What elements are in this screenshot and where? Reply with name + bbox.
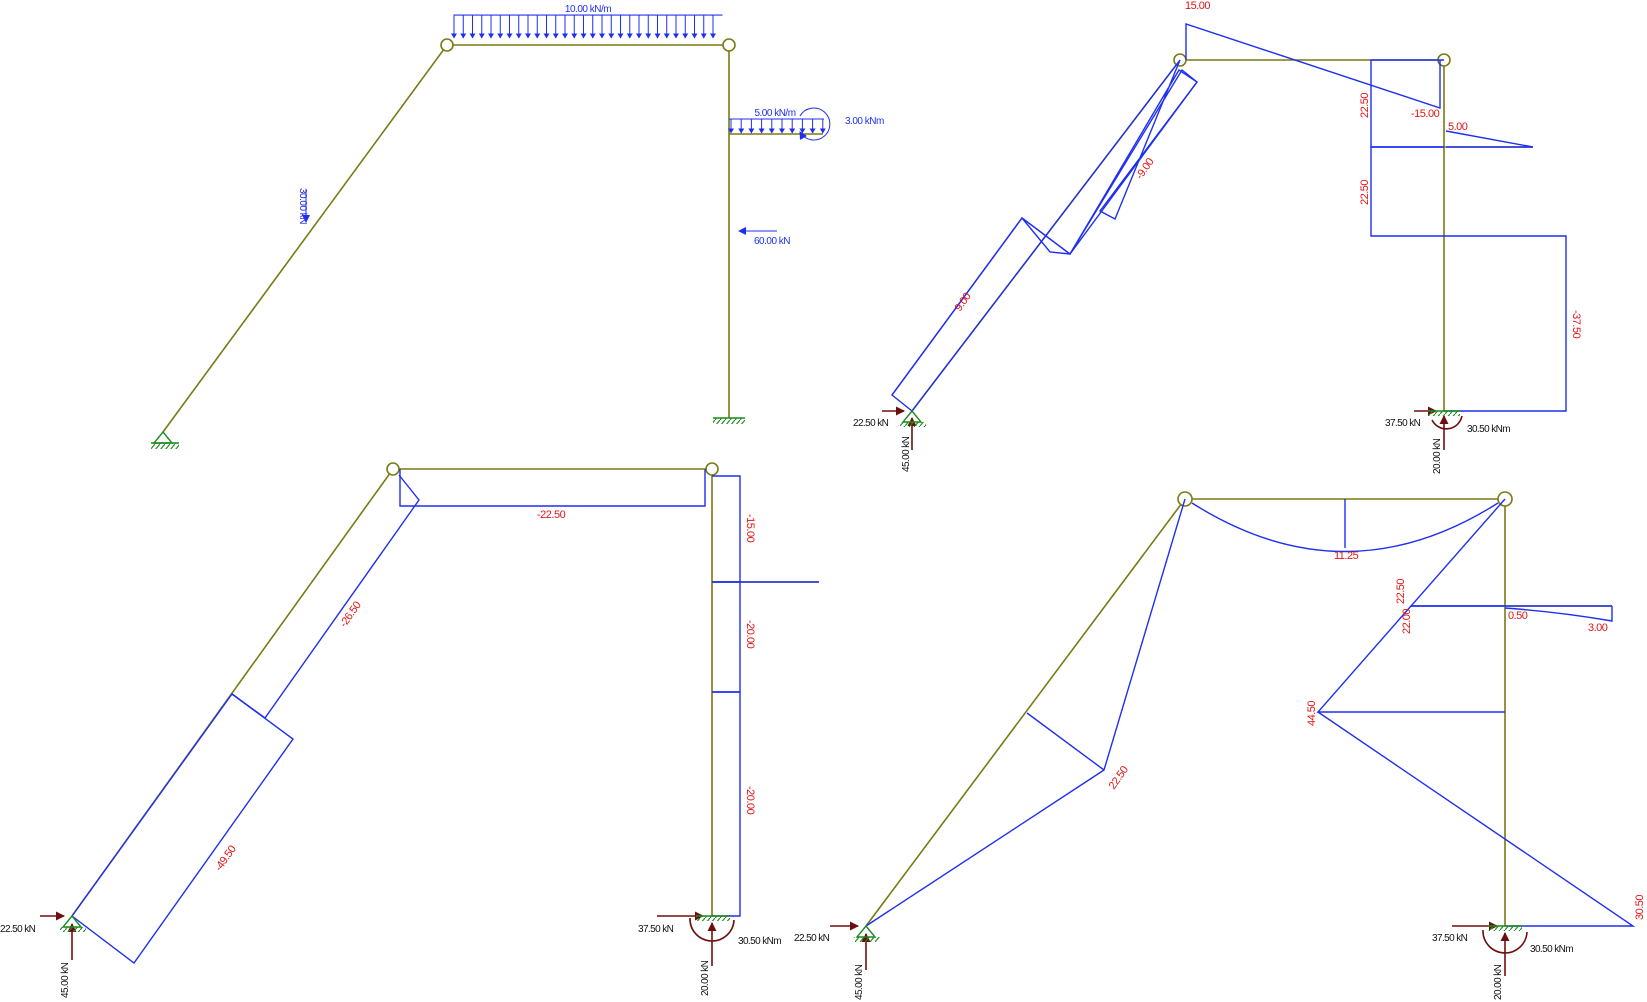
reaction-label: 30.50 kNm bbox=[1467, 424, 1510, 435]
moment-load-label: 3.00 kNm bbox=[845, 116, 884, 127]
reaction-label: 20.00 kN bbox=[1493, 964, 1504, 1000]
shear-label-4: 22.50 bbox=[1359, 93, 1371, 118]
moment-diagonal-ordinate bbox=[1026, 712, 1105, 771]
shear-label-6: -37.50 bbox=[1570, 310, 1582, 339]
moment-column-base bbox=[1317, 711, 1636, 927]
fixed-support bbox=[713, 417, 745, 424]
axial-label-3: -49.50 bbox=[213, 843, 239, 873]
axial-label-4: -15.00 bbox=[744, 514, 756, 543]
axial-beam bbox=[399, 469, 706, 507]
moment-column bbox=[1409, 498, 1506, 607]
axial-column bbox=[712, 475, 741, 583]
panel-moment-diagram: 11.25 22.50 22.50 22.00 0.50 3.00 44.50 … bbox=[794, 491, 1646, 1000]
panel-shear-diagram: 15.00 -15.00 5.00 22.50 22.50 -37.50 -9.… bbox=[853, 0, 1582, 474]
reaction-label: 30.50 kNm bbox=[738, 936, 781, 947]
panel-load-case: 10.00 kN/m 5.00 kN/m 3.00 kNm 30.00 kN 6… bbox=[151, 4, 884, 449]
shear-label-7: -9.00 bbox=[1134, 156, 1157, 182]
udl-cantilever-label: 5.00 kN/m bbox=[754, 108, 795, 119]
pin-support-ground bbox=[854, 937, 880, 942]
fixed-support-ground bbox=[1428, 411, 1460, 416]
axial-diagonal-upper bbox=[231, 474, 420, 719]
shear-diagonal-outline bbox=[891, 68, 1198, 396]
frame-members bbox=[162, 44, 730, 433]
fixed-support-ground bbox=[1488, 926, 1522, 931]
axial-column-low bbox=[712, 691, 741, 917]
moment-label-6: 3.00 bbox=[1588, 622, 1608, 634]
moment-label-7: 44.50 bbox=[1306, 701, 1318, 726]
panel-axial-diagram: -22.50 -26.50 -49.50 -15.00 -20.00 -20.0… bbox=[0, 462, 819, 998]
shear-column-mid bbox=[1370, 146, 1567, 412]
axial-column-mid bbox=[712, 581, 741, 693]
pin-support-ground bbox=[60, 927, 86, 932]
reaction-label: 22.50 kN bbox=[794, 933, 830, 944]
moment-label-1: 11.25 bbox=[1334, 550, 1359, 562]
reaction-label: 45.00 kN bbox=[60, 962, 71, 998]
moment-label-3: 22.50 bbox=[1395, 579, 1407, 604]
axial-label-6: -20.00 bbox=[744, 786, 756, 815]
hinge-node bbox=[722, 38, 736, 52]
shear-column bbox=[1370, 59, 1444, 148]
reaction-moment-arc bbox=[1431, 415, 1463, 430]
moment-cantilever bbox=[1504, 606, 1613, 622]
reaction-label: 20.00 kN bbox=[700, 960, 711, 996]
reaction-moment-arc bbox=[689, 917, 735, 942]
moment-label-4: 22.00 bbox=[1401, 609, 1413, 634]
moment-label-2: 22.50 bbox=[1107, 764, 1131, 792]
reaction-label: 45.00 kN bbox=[901, 436, 912, 472]
udl-cantilever-load: 5.00 kN/m bbox=[728, 108, 826, 134]
reaction-label: 45.00 kN bbox=[854, 964, 865, 1000]
shear-label-2: -15.00 bbox=[1411, 108, 1440, 120]
udl-beam-load: 10.00 kN/m bbox=[451, 4, 723, 39]
reaction-moment-arc bbox=[1482, 929, 1528, 954]
fixed-support-ground bbox=[696, 916, 730, 921]
applied-moment: 3.00 kNm bbox=[799, 107, 884, 141]
axial-diagonal-lower bbox=[71, 693, 294, 964]
shear-label-3: 5.00 bbox=[1448, 121, 1468, 133]
moment-beam-parabola bbox=[1191, 502, 1499, 553]
reaction-label: 22.50 kN bbox=[0, 924, 36, 935]
hinge-node bbox=[705, 462, 719, 476]
axial-label-2: -26.50 bbox=[338, 599, 364, 629]
hinge-node bbox=[386, 462, 400, 476]
pin-support bbox=[151, 430, 179, 449]
force-horizontal-label: 60.00 kN bbox=[754, 236, 790, 247]
reaction-label: 37.50 kN bbox=[1432, 933, 1468, 944]
shear-label-5: 22.50 bbox=[1359, 180, 1371, 205]
moment-label-5: 0.50 bbox=[1508, 610, 1528, 622]
hinge-node bbox=[440, 38, 454, 52]
reaction-label: 22.50 kN bbox=[853, 418, 889, 429]
pin-support-ground bbox=[900, 422, 926, 427]
reaction-label: 37.50 kN bbox=[638, 924, 674, 935]
axial-label-1: -22.50 bbox=[537, 509, 566, 521]
moment-label-8: 30.50 bbox=[1634, 895, 1646, 920]
frame-members bbox=[71, 468, 713, 917]
reaction-label: 20.00 kN bbox=[1432, 438, 1443, 474]
axial-label-5: -20.00 bbox=[744, 620, 756, 649]
shear-cantilever bbox=[1445, 130, 1534, 148]
shear-beam bbox=[1185, 23, 1441, 109]
shear-label-8: 9.00 bbox=[953, 291, 974, 314]
udl-beam-label: 10.00 kN/m bbox=[565, 4, 611, 15]
force-diagonal-label: 30.00 kN bbox=[297, 188, 308, 224]
reaction-label: 30.50 kNm bbox=[1530, 944, 1573, 955]
reaction-label: 37.50 kN bbox=[1385, 418, 1421, 429]
shear-label-1: 15.00 bbox=[1185, 0, 1210, 12]
